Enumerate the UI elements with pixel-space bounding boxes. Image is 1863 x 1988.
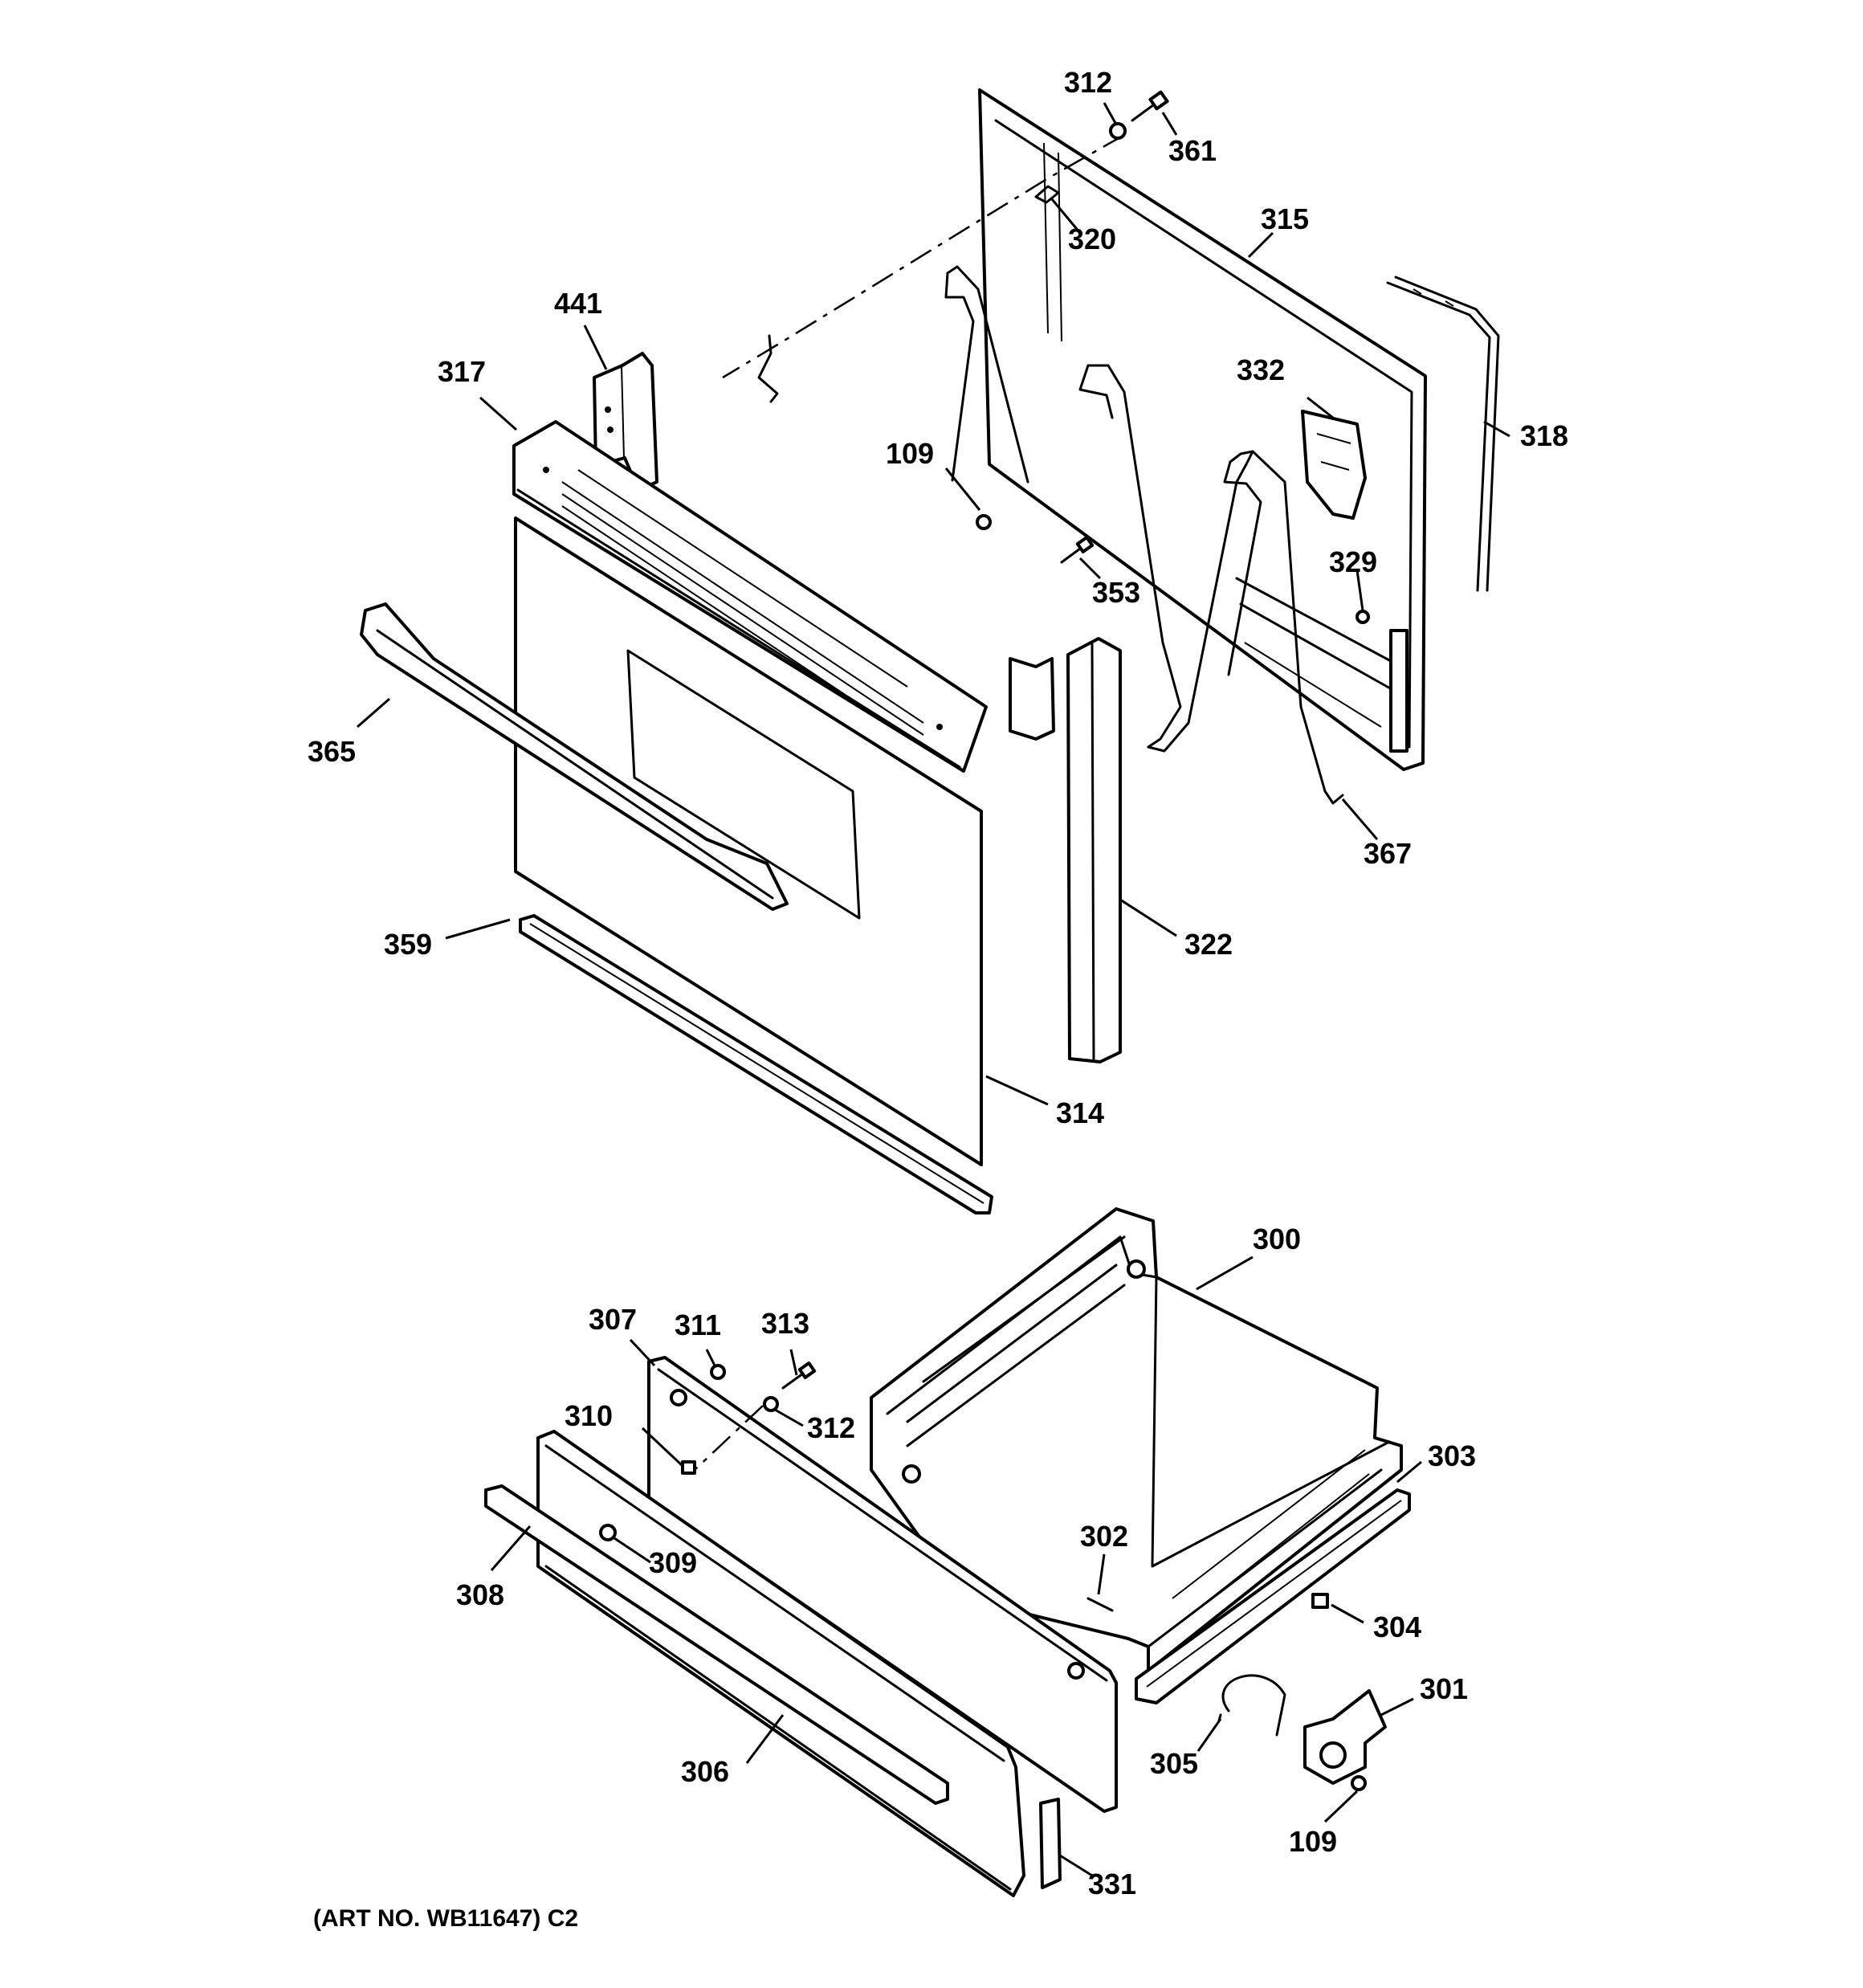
callout-317: 317 — [438, 355, 486, 388]
callout-318: 318 — [1520, 419, 1568, 452]
callout-353: 353 — [1092, 576, 1140, 609]
drawer-body — [870, 1207, 1403, 1672]
door-bottom-trim — [519, 914, 993, 1214]
callout-313: 313 — [761, 1307, 809, 1340]
callout-359: 359 — [384, 928, 432, 961]
drawer-bottom-trim — [484, 1484, 949, 1805]
callout-304: 304 — [1373, 1610, 1421, 1643]
vent-trim — [512, 420, 988, 773]
drawer-hardware — [1086, 1593, 1387, 1791]
callout-311: 311 — [675, 1308, 721, 1341]
callout-329: 329 — [1329, 545, 1377, 578]
wire-door-racks — [944, 265, 1344, 805]
callout-365: 365 — [308, 735, 356, 768]
outer-door-panel — [514, 516, 983, 1166]
callout-361: 361 — [1168, 134, 1217, 167]
callout-322: 322 — [1184, 928, 1233, 961]
callout-300: 300 — [1253, 1223, 1301, 1255]
callout-109-bottom: 109 — [1289, 1825, 1337, 1858]
art-number: (ART NO. WB11647) C2 — [313, 1905, 578, 1932]
callout-441: 441 — [554, 287, 602, 320]
callout-302: 302 — [1080, 1520, 1128, 1553]
callout-312-top: 312 — [1064, 66, 1112, 99]
callout-314: 314 — [1056, 1096, 1104, 1129]
callout-109-top: 109 — [886, 437, 934, 470]
callout-332: 332 — [1237, 353, 1285, 386]
callout-labels: 312 361 320 315 441 317 332 318 109 329 … — [308, 66, 1568, 1932]
drawer-rail — [1135, 1488, 1411, 1704]
door-inner-panel — [978, 88, 1427, 771]
callout-367: 367 — [1364, 837, 1412, 870]
callout-312-bottom: 312 — [807, 1411, 855, 1444]
door-handle — [360, 602, 789, 911]
callout-305: 305 — [1150, 1747, 1198, 1780]
callout-307: 307 — [589, 1303, 637, 1336]
callout-306: 306 — [681, 1755, 729, 1788]
callout-320: 320 — [1068, 222, 1116, 255]
callout-308: 308 — [456, 1578, 504, 1611]
door-gasket — [1386, 276, 1500, 592]
drawer-fasteners — [694, 1361, 817, 1471]
callout-315: 315 — [1261, 202, 1309, 235]
callout-303: 303 — [1428, 1439, 1476, 1472]
callout-331: 331 — [1088, 1868, 1136, 1900]
callout-301: 301 — [1420, 1672, 1468, 1705]
hardware-upper — [976, 90, 1370, 624]
callout-309: 309 — [649, 1546, 697, 1579]
callout-310: 310 — [565, 1399, 613, 1432]
side-trim-post — [1009, 637, 1122, 1063]
leader-lines — [357, 102, 1510, 1877]
hinge-bracket — [1301, 410, 1367, 520]
